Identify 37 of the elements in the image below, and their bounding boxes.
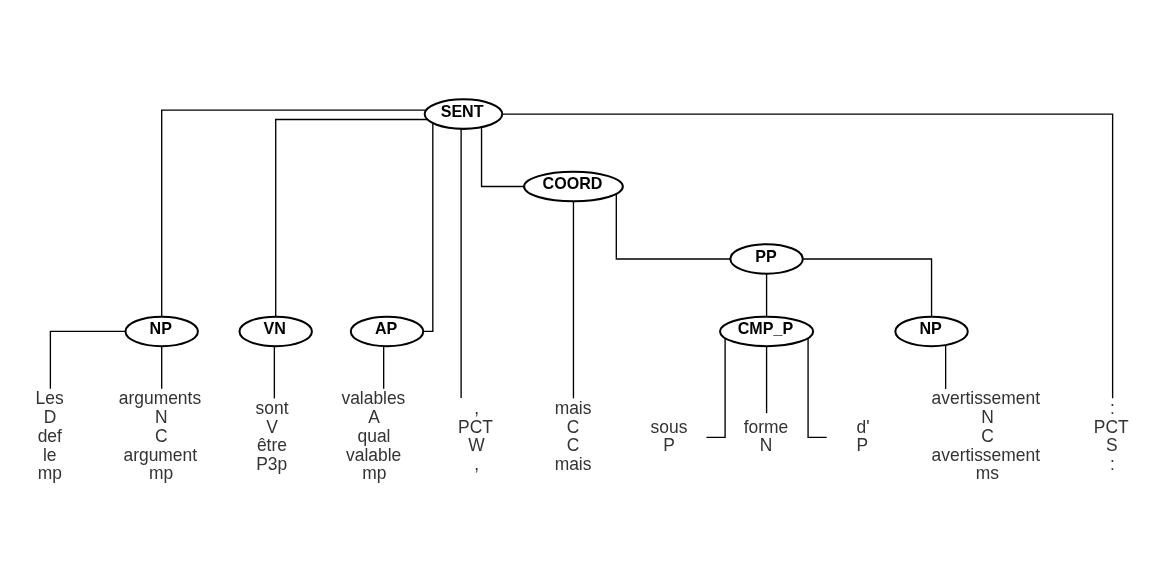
node-ellipse: SENT	[423, 98, 504, 130]
node-text: sous P	[650, 416, 688, 456]
connector	[161, 109, 427, 318]
node-ellipse: VN	[238, 315, 313, 348]
node-ellipse: CMP_P	[719, 315, 815, 348]
connector	[501, 113, 1114, 400]
node-ellipse: AP	[349, 315, 425, 348]
node-ellipse: NP	[894, 315, 969, 348]
node-text: d' P	[856, 416, 870, 456]
node-text: , PCT W ,	[458, 397, 493, 475]
connector	[572, 200, 575, 399]
connector	[460, 128, 462, 399]
connector	[480, 126, 525, 188]
node-text: forme N	[743, 416, 789, 456]
connector	[275, 118, 428, 318]
node-text: arguments N C argument mp	[118, 388, 202, 484]
node-ellipse: PP	[729, 243, 804, 275]
node-ellipse: COORD	[523, 170, 624, 203]
node-ellipse: NP	[124, 315, 199, 348]
connector	[49, 330, 126, 390]
connector	[161, 345, 163, 390]
node-text: avertissement N C avertissement ms	[931, 388, 1041, 484]
connector	[422, 122, 434, 333]
connector	[765, 273, 768, 318]
connector	[944, 344, 947, 390]
node-text: valables A qual valable mp	[341, 388, 406, 484]
node-text: : PCT S :	[1093, 397, 1129, 475]
node-text: sont V être P3p	[255, 397, 289, 475]
connector	[807, 337, 828, 439]
connector	[765, 345, 768, 414]
connector	[273, 345, 276, 400]
connector	[802, 258, 933, 318]
connector	[705, 337, 726, 439]
connector	[615, 193, 731, 260]
node-text: mais C C mais	[554, 397, 592, 475]
connector	[383, 345, 385, 390]
node-text: Les D def le mp	[35, 388, 64, 484]
